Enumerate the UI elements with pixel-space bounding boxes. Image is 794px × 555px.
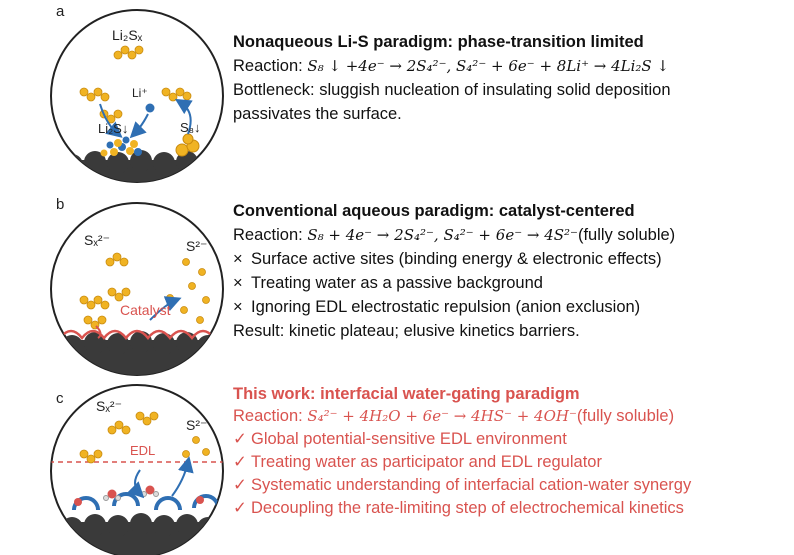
check-mark-icon: ✓ <box>233 476 247 494</box>
panel-c-point-3: ✓Systematic understanding of interfacial… <box>233 475 691 495</box>
panel-c-point-text: Treating water as participator and EDL r… <box>251 453 602 471</box>
panel-a-label-s8: S₈↓ <box>180 120 201 135</box>
panel-b-point-2: × Treating water as a passive background <box>233 273 543 293</box>
check-mark-icon: ✓ <box>233 430 247 448</box>
panel-b-polysulfide-chains <box>79 252 131 330</box>
panel-b-title: Conventional aqueous paradigm: catalyst-… <box>233 202 635 220</box>
panel-a-label-polysulfide: Li₂Sₓ <box>112 27 143 43</box>
panel-b-point-text: Surface active sites (binding energy & e… <box>251 250 662 268</box>
panel-b-electrode <box>51 329 223 375</box>
cross-mark-icon: × <box>233 298 243 316</box>
panel-c-label-s2: S²⁻ <box>186 417 208 433</box>
panel-letter-b: b <box>56 196 65 213</box>
panel-c-point-text: Decoupling the rate-limiting step of ele… <box>251 499 684 517</box>
panel-b-label-sx: Sₓ²⁻ <box>84 232 110 248</box>
panel-letter-c: c <box>56 390 64 407</box>
cross-mark-icon: × <box>233 250 243 268</box>
panel-b-reaction-suffix: (fully soluble) <box>577 226 676 244</box>
panel-c-title: This work: interfacial water-gating para… <box>233 385 580 403</box>
panel-a-label-li2s: Li₂S↓ <box>98 121 129 136</box>
panel-c-point-2: ✓Treating water as participator and EDL … <box>233 452 602 472</box>
panel-b-reaction: Reaction: S₈ + 4e⁻ → 2S₄²⁻, S₄²⁻ + 6e⁻ →… <box>233 225 675 245</box>
check-mark-icon: ✓ <box>233 453 247 471</box>
panel-c-reaction-suffix: (fully soluble) <box>576 407 675 425</box>
panel-c-circle <box>50 384 224 555</box>
panel-c-reaction-label: Reaction: <box>233 407 303 425</box>
panel-b-label-catalyst: Catalyst <box>120 302 171 318</box>
panel-b-point-3: × Ignoring EDL electrostatic repulsion (a… <box>233 297 640 317</box>
panel-b-point-text: Treating water as a passive background <box>251 274 543 292</box>
panel-c-reaction: Reaction: S₄²⁻ + 4H₂O + 6e⁻ → 4HS⁻ + 4OH… <box>233 406 674 426</box>
panel-b-reaction-label: Reaction: <box>233 226 303 244</box>
panel-b-result: Result: kinetic plateau; elusive kinetic… <box>233 322 580 340</box>
panel-c-reaction-equation: S₄²⁻ + 4H₂O + 6e⁻ → 4HS⁻ + 4OH⁻ <box>307 407 577 425</box>
panel-a-li-ion <box>145 103 155 113</box>
check-mark-icon: ✓ <box>233 499 247 517</box>
panel-c-sulfide-ions <box>182 436 210 458</box>
panel-c-illustration <box>50 384 224 555</box>
panel-a-polysulfide-chains <box>79 45 192 124</box>
panel-a-label-li-ion: Li⁺ <box>132 86 148 100</box>
panel-b-reaction-equation: S₈ + 4e⁻ → 2S₄²⁻, S₄²⁻ + 6e⁻ → 4S²⁻ <box>307 226 578 244</box>
cross-mark-icon: × <box>233 274 243 292</box>
panel-a-reaction-label: Reaction: <box>233 57 303 75</box>
panel-a-reaction: Reaction: S₈ ↓ +4e⁻ → 2S₄²⁻, S₄²⁻ + 6e⁻ … <box>233 56 669 76</box>
panel-c-polysulfide-chains <box>79 411 159 464</box>
panel-a-bottleneck-line-2: passivates the surface. <box>233 105 402 123</box>
panel-a-bottleneck-line-1: Bottleneck: sluggish nucleation of insul… <box>233 81 671 99</box>
panel-c-point-text: Global potential-sensitive EDL environme… <box>251 430 567 448</box>
panel-a-title: Nonaqueous Li-S paradigm: phase-transiti… <box>233 33 644 51</box>
panel-a-reaction-equation: S₈ ↓ +4e⁻ → 2S₄²⁻, S₄²⁻ + 6e⁻ + 8Li⁺ → 4… <box>307 57 670 75</box>
panel-c-point-text: Systematic understanding of interfacial … <box>251 476 692 494</box>
panel-c-point-4: ✓Decoupling the rate-limiting step of el… <box>233 498 684 518</box>
panel-b-point-text: Ignoring EDL electrostatic repulsion (an… <box>251 298 641 316</box>
panel-b-illustration <box>50 202 224 376</box>
panel-b-point-1: × Surface active sites (binding energy & … <box>233 249 662 269</box>
panel-letter-a: a <box>56 3 65 20</box>
panel-b-label-s2: S²⁻ <box>186 238 208 254</box>
panel-c-label-sx: Sₓ²⁻ <box>96 398 122 414</box>
panel-c-point-1: ✓Global potential-sensitive EDL environm… <box>233 429 567 449</box>
panel-c-label-edl: EDL <box>130 443 156 458</box>
panel-c-water-molecules <box>74 485 204 506</box>
